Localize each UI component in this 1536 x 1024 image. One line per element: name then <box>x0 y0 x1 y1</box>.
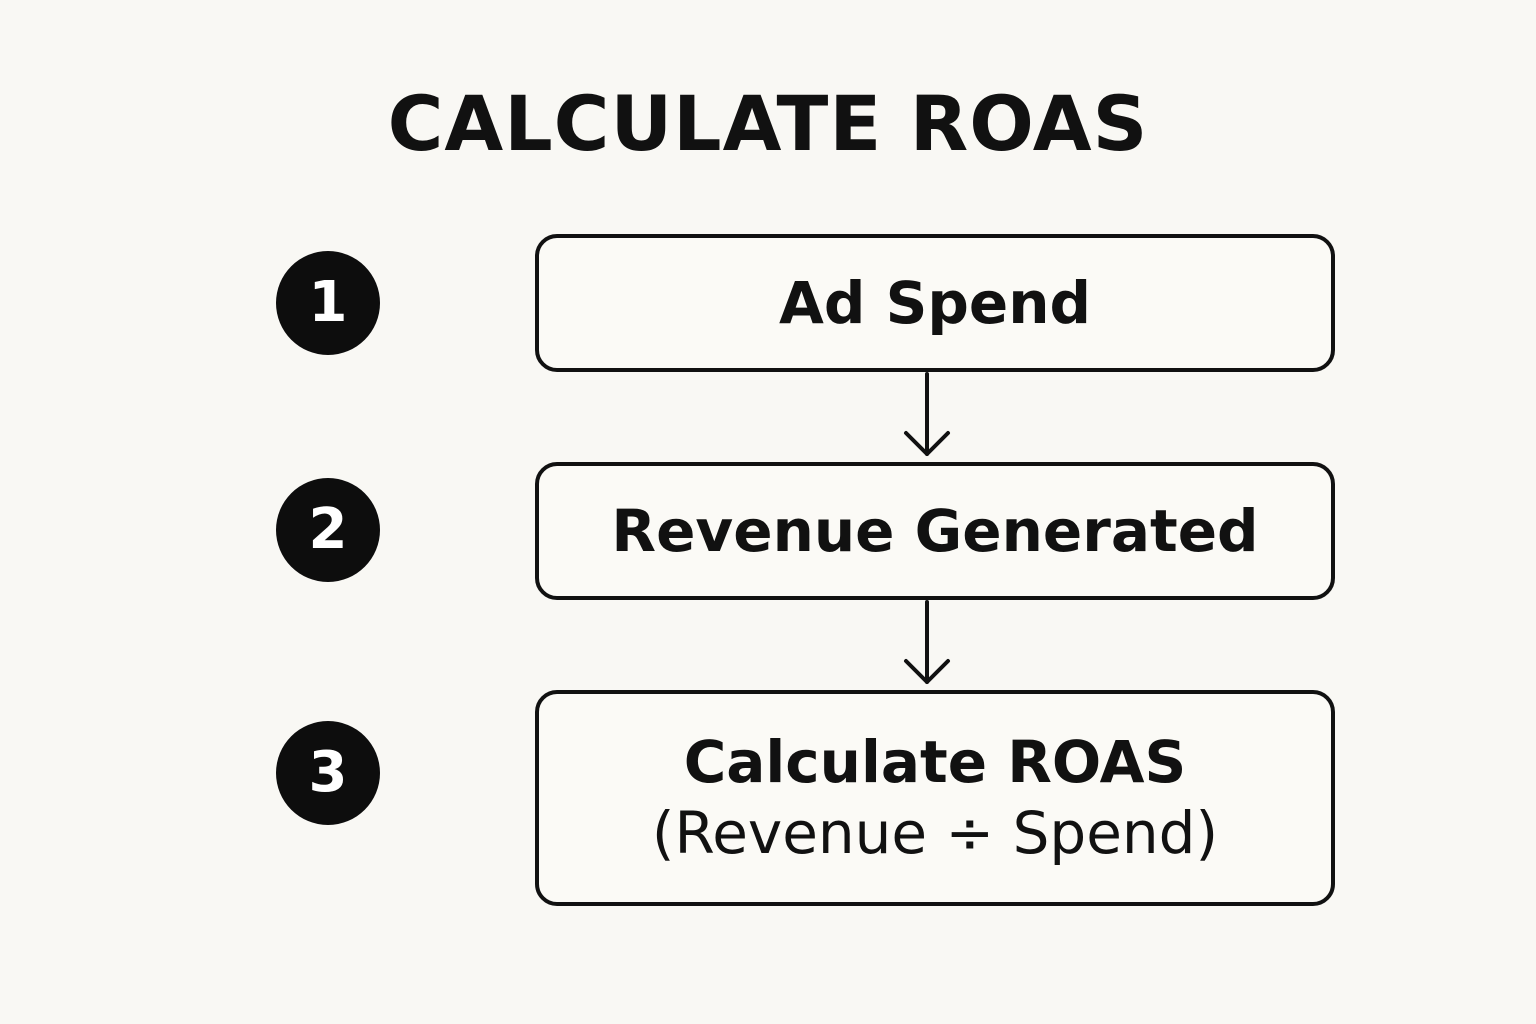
diagram-title: CALCULATE ROAS <box>387 79 1149 168</box>
step-formula: (Revenue ÷ Spend) <box>651 799 1219 867</box>
step-label-calculate-roas: Calculate ROAS <box>683 728 1187 796</box>
step-label-revenue-generated: Revenue Generated <box>611 497 1259 565</box>
step-box-revenue-generated: Revenue Generated <box>535 462 1335 600</box>
step-box-calculate-roas: Calculate ROAS (Revenue ÷ Spend) <box>535 690 1335 906</box>
step-box-ad-spend: Ad Spend <box>535 234 1335 372</box>
arrow-2-to-3 <box>904 600 950 684</box>
step-number-3: 3 <box>276 721 380 825</box>
arrow-1-to-2 <box>904 372 950 456</box>
step-label-ad-spend: Ad Spend <box>778 269 1092 337</box>
step-number-2: 2 <box>276 478 380 582</box>
step-number-1: 1 <box>276 251 380 355</box>
